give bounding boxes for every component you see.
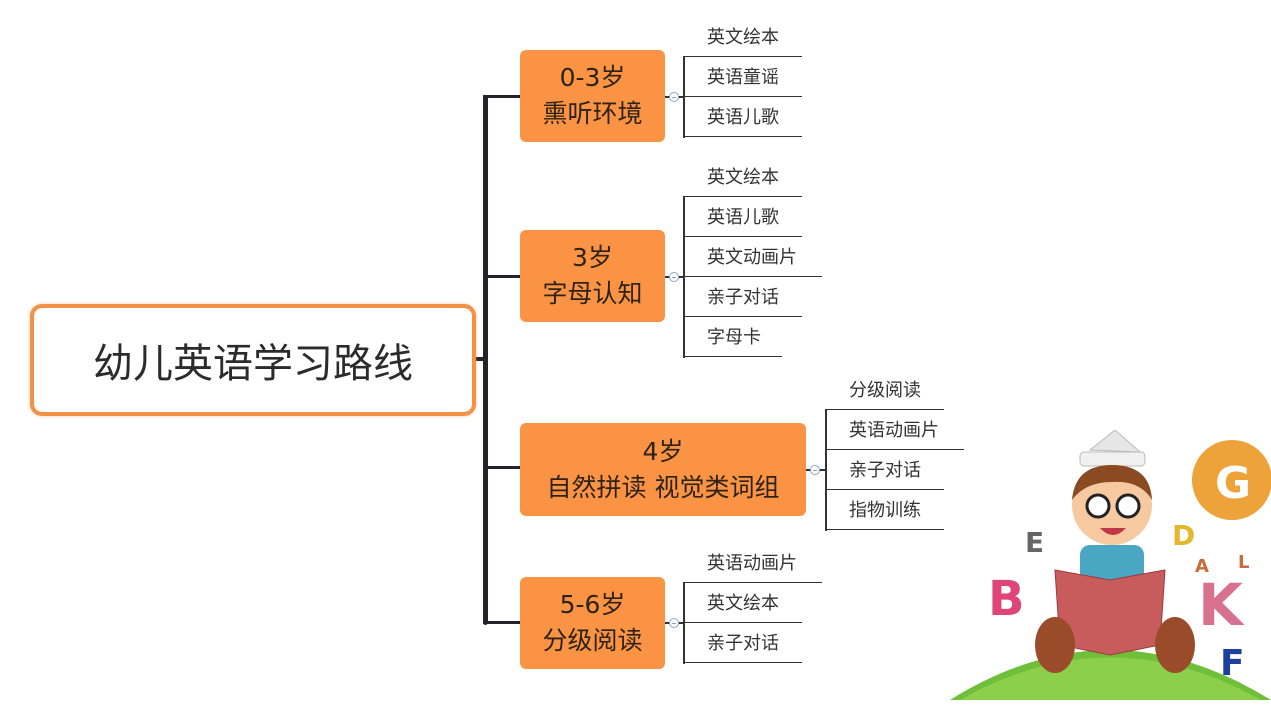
- illustration-letter: A: [1195, 556, 1209, 577]
- stage-node-5-6[interactable]: 5-6岁 分级阅读: [520, 577, 665, 669]
- trunk-branch-1: [483, 275, 520, 278]
- boy-reading-illustration: B E D G A L K F: [950, 430, 1271, 700]
- leaf-item[interactable]: 英文绘本: [683, 585, 802, 623]
- stage-title: 字母认知: [542, 279, 643, 308]
- illustration-letter: L: [1238, 552, 1249, 573]
- leaf-item[interactable]: 分级阅读: [825, 372, 944, 410]
- letter-g-badge: [1192, 440, 1271, 520]
- illustration-letter: B: [988, 571, 1025, 627]
- stage-node-4[interactable]: 4岁 自然拼读 视觉类词组: [520, 423, 806, 516]
- leaf-bracket: [683, 583, 685, 664]
- stage-age: 0-3岁: [559, 63, 626, 92]
- stage-node-0-3[interactable]: 0-3岁 熏听环境: [520, 50, 665, 142]
- leaf-bracket: [683, 57, 685, 138]
- stage-age: 3岁: [572, 243, 613, 272]
- stage-title: 分级阅读: [542, 626, 643, 655]
- leaf-item[interactable]: 字母卡: [683, 319, 782, 357]
- leaf-item[interactable]: 英文绘本: [683, 159, 802, 197]
- leaf-item[interactable]: 亲子对话: [683, 279, 802, 317]
- illustration-letter: E: [1025, 526, 1044, 559]
- stage-node-3[interactable]: 3岁 字母认知: [520, 230, 665, 322]
- trunk-branch-2: [483, 466, 520, 469]
- leaf-item[interactable]: 亲子对话: [683, 625, 802, 663]
- leaf-item[interactable]: 英文绘本: [683, 19, 802, 57]
- stage-age: 4岁: [642, 436, 684, 466]
- illustration-letter: G: [1215, 458, 1251, 509]
- leaf-item[interactable]: 英语动画片: [683, 545, 822, 583]
- collapse-toggle-icon[interactable]: [669, 272, 679, 282]
- collapse-toggle-icon[interactable]: [669, 618, 679, 628]
- leaf-item[interactable]: 英语童谣: [683, 59, 802, 97]
- collapse-toggle-icon[interactable]: [810, 465, 820, 475]
- trunk-connector-vertical: [483, 95, 488, 625]
- leaf-item[interactable]: 英语儿歌: [683, 99, 802, 137]
- stage-title: 自然拼读 视觉类词组: [546, 472, 780, 502]
- trunk-connector-root: [468, 357, 486, 361]
- illustration-letter: F: [1220, 643, 1245, 684]
- collapse-toggle-icon[interactable]: [669, 92, 679, 102]
- trunk-branch-3: [483, 621, 520, 624]
- stage-title: 熏听环境: [542, 99, 643, 128]
- leaf-item[interactable]: 英语动画片: [825, 412, 964, 450]
- leaf-bracket: [683, 197, 685, 358]
- illustration-letter: D: [1172, 519, 1195, 552]
- root-topic[interactable]: 幼儿英语学习路线: [30, 304, 476, 416]
- trunk-branch-0: [483, 95, 520, 98]
- stage-age: 5-6岁: [559, 590, 626, 619]
- leaf-item[interactable]: 英文动画片: [683, 239, 822, 277]
- leaf-item[interactable]: 英语儿歌: [683, 199, 802, 237]
- illustration-letter: K: [1198, 571, 1245, 639]
- leaf-item[interactable]: 亲子对话: [825, 452, 944, 490]
- leaf-bracket: [825, 410, 827, 531]
- root-topic-label: 幼儿英语学习路线: [93, 341, 413, 387]
- leaf-item[interactable]: 指物训练: [825, 492, 944, 530]
